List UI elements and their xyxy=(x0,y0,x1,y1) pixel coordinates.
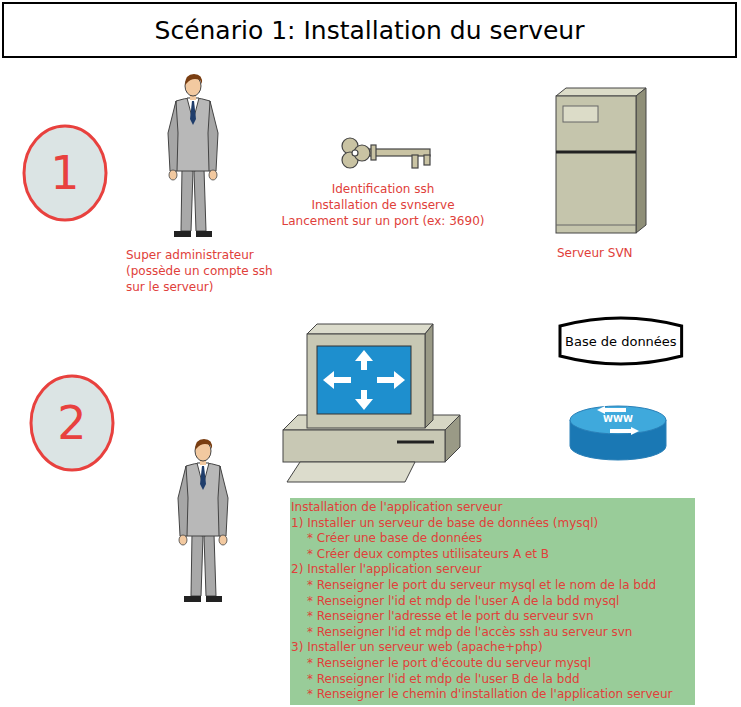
database-cylinder: Base de données xyxy=(558,316,684,366)
server-caption: Serveur SVN xyxy=(557,245,677,261)
step-note: Identification ssh xyxy=(263,181,503,197)
instruction-line: 1) Installer un serveur de base de donné… xyxy=(291,516,689,532)
step-note: Lancement sur un port (ex: 3690) xyxy=(263,213,503,229)
instruction-line: * Renseigner le port du serveur mysql et… xyxy=(291,578,689,594)
title-box: Scénario 1: Installation du serveur xyxy=(2,2,737,58)
instructions-panel: Installation de l'application serveur1) … xyxy=(290,498,695,705)
www-mark: WWW xyxy=(598,413,638,426)
title-text: Scénario 1: Installation du serveur xyxy=(155,16,585,45)
step-circle: 1 xyxy=(22,124,108,222)
instruction-line: * Créer deux comptes utilisateurs A et B xyxy=(291,547,689,563)
circle-shape xyxy=(31,376,113,470)
step-circle: 2 xyxy=(29,374,115,472)
circle-shape xyxy=(24,126,106,220)
step-number: 2 xyxy=(57,400,86,446)
instruction-line: * Renseigner l'adresse et le port du ser… xyxy=(291,609,689,625)
cylinder-shape xyxy=(560,318,682,364)
instruction-line: * Renseigner l'id et mdp de l'accès ssh … xyxy=(291,625,689,641)
instruction-line: * Renseigner l'id et mdp de l'user B de … xyxy=(291,672,689,688)
instruction-line: 3) Installer un serveur web (apache+php) xyxy=(291,640,689,656)
instruction-line: * Renseigner l'id et mdp de l'user A de … xyxy=(291,594,689,610)
step-number: 1 xyxy=(50,150,79,196)
role-caption: Super administrateur (possède un compte … xyxy=(126,247,276,295)
instruction-line: Installation de l'application serveur xyxy=(291,500,689,516)
instruction-line: * Renseigner le chemin d'installation de… xyxy=(291,687,689,703)
instruction-line: * Créer une base de données xyxy=(291,531,689,547)
instruction-line: * Renseigner le port d'écoute du serveur… xyxy=(291,656,689,672)
instruction-line: 2) Installer l'application serveur xyxy=(291,562,689,578)
step-note: Installation de svnserve xyxy=(263,197,503,213)
database-label: Base de données xyxy=(565,334,677,349)
